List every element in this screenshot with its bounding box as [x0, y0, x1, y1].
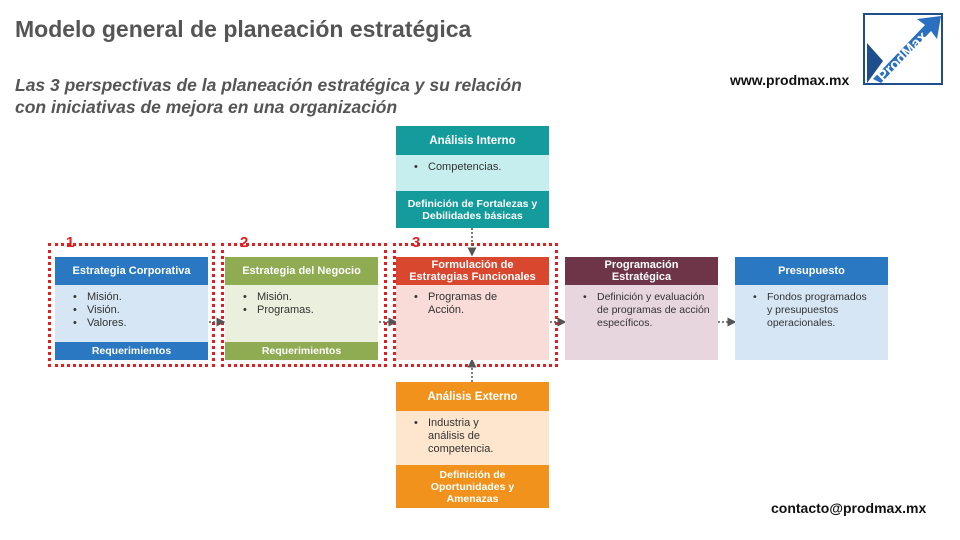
box-estrategias-funcionales: Formulación de Estrategias Funcionales P…: [396, 257, 549, 360]
box-footer: Definición de Fortalezas y Debilidades b…: [396, 191, 549, 228]
list-item: Definición y evaluación de programas de …: [583, 291, 712, 330]
list-item: Programas.: [243, 304, 372, 317]
box-body: Competencias.: [396, 155, 549, 191]
box-footer-line: Definición de: [439, 468, 506, 481]
box-footer-line: Amenazas: [446, 492, 499, 505]
box-header: Presupuesto: [735, 257, 888, 285]
list-item: Fondos programados y presupuestos operac…: [753, 291, 868, 330]
list-item: Misión.: [243, 291, 372, 304]
frame-number-3: 3: [412, 234, 421, 251]
list-item: Valores.: [73, 317, 202, 330]
box-body: Definición y evaluación de programas de …: [565, 285, 718, 360]
box-header: Estrategia del Negocio: [225, 257, 378, 285]
box-header-line: Estrategias Funcionales: [409, 271, 536, 283]
list-item: Programas de Acción.: [414, 291, 519, 317]
box-header-line: Formulación de: [431, 259, 514, 271]
box-body: Industria y análisis de competencia.: [396, 411, 549, 465]
box-body: Fondos programados y presupuestos operac…: [735, 285, 888, 360]
page-subtitle: Las 3 perspectivas de la planeación estr…: [15, 74, 575, 118]
list-item: Misión.: [73, 291, 202, 304]
subtitle-line-2: con iniciativas de mejora en una organiz…: [15, 97, 398, 117]
box-presupuesto: Presupuesto Fondos programados y presupu…: [735, 257, 888, 360]
box-body: Programas de Acción.: [396, 285, 549, 360]
frame-number-1: 1: [66, 234, 75, 251]
box-analisis-interno: Análisis Interno Competencias. Definició…: [396, 126, 549, 228]
box-header: Programación Estratégica: [565, 257, 718, 285]
box-analisis-externo: Análisis Externo Industria y análisis de…: [396, 382, 549, 508]
prodmax-logo: ProdMax: [863, 13, 943, 85]
box-footer-line: Oportunidades y: [430, 480, 515, 493]
box-body: Misión. Programas.: [225, 285, 378, 342]
list-item: Competencias.: [414, 161, 543, 174]
box-footer: Requerimientos: [55, 342, 208, 360]
box-header: Formulación de Estrategias Funcionales: [396, 257, 549, 285]
box-estrategia-corporativa: Estrategia Corporativa Misión. Visión. V…: [55, 257, 208, 360]
box-header-line: Estratégica: [611, 271, 672, 283]
contact-email[interactable]: contacto@prodmax.mx: [771, 500, 927, 516]
website-link[interactable]: www.prodmax.mx: [730, 72, 850, 88]
box-footer: Requerimientos: [225, 342, 378, 360]
list-item: Industria y análisis de competencia.: [414, 417, 509, 456]
frame-1: [48, 243, 215, 367]
frame-number-2: 2: [240, 234, 249, 251]
frame-2: [221, 243, 387, 367]
box-footer-line: Debilidades básicas: [422, 209, 523, 222]
box-header: Estrategia Corporativa: [55, 257, 208, 285]
box-header: Análisis Externo: [396, 382, 549, 411]
box-header: Análisis Interno: [396, 126, 549, 155]
page-title: Modelo general de planeación estratégica: [15, 16, 472, 42]
box-programacion-estrategica: Programación Estratégica Definición y ev…: [565, 257, 718, 360]
box-footer-line: Definición de Fortalezas y: [407, 197, 538, 210]
list-item: Visión.: [73, 304, 202, 317]
box-estrategia-negocio: Estrategia del Negocio Misión. Programas…: [225, 257, 378, 360]
box-footer: Definición de Oportunidades y Amenazas: [396, 465, 549, 508]
box-body: Misión. Visión. Valores.: [55, 285, 208, 342]
subtitle-line-1: Las 3 perspectivas de la planeación estr…: [15, 75, 522, 95]
box-header-line: Programación: [604, 259, 679, 271]
